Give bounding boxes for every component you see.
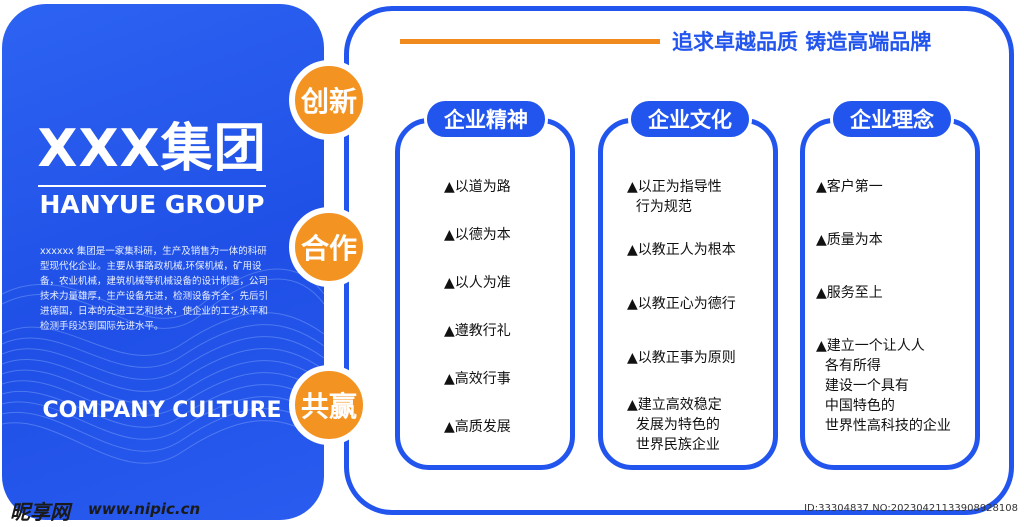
badge-innovation: 创新 xyxy=(289,60,369,140)
list-item: ▲以教正心为德行 xyxy=(627,296,736,312)
watermark-url: www.nipic.cn xyxy=(88,500,201,518)
card-culture xyxy=(598,118,778,470)
slogan: 追求卓越品质 铸造高端品牌 xyxy=(672,30,932,54)
list-item: ▲建立一个让人人 各有所得 建设一个具有 中国特色的 世界性高科技的企业 xyxy=(816,338,951,434)
list-item: ▲服务至上 xyxy=(816,285,883,301)
badge-cooperation: 合作 xyxy=(289,207,369,287)
list-item: ▲以教正人为根本 xyxy=(627,242,736,258)
list-item: ▲以德为本 xyxy=(444,227,511,243)
list-item: ▲质量为本 xyxy=(816,232,883,248)
title-divider xyxy=(38,185,266,187)
company-culture-label: COMPANY CULTURE xyxy=(42,398,282,423)
group-description: xxxxxx 集团是一家集科研，生产及销售为一体的科研型现代化企业。主要从事路政… xyxy=(40,246,269,332)
wave-decoration xyxy=(2,268,324,464)
card-philosophy xyxy=(800,118,980,470)
list-item: ▲客户第一 xyxy=(816,179,883,195)
group-subtitle: HANYUE GROUP xyxy=(39,190,265,219)
list-item: ▲以正为指导性 行为规范 xyxy=(627,179,722,215)
badge-win-win: 共赢 xyxy=(289,365,369,445)
list-item: ▲遵教行礼 xyxy=(444,323,511,339)
watermark-logo: 昵享网 xyxy=(10,500,70,524)
list-item: ▲以人为准 xyxy=(444,275,511,291)
list-item: ▲建立高效稳定 发展为特色的 世界民族企业 xyxy=(627,397,722,453)
group-title: XXX集团 xyxy=(37,119,267,179)
card-spirit xyxy=(395,118,575,470)
card-spirit-title: 企业精神 xyxy=(424,98,548,140)
card-philosophy-title: 企业理念 xyxy=(830,98,954,140)
list-item: ▲高质发展 xyxy=(444,419,511,435)
list-item: ▲以教正事为原则 xyxy=(627,350,736,366)
accent-bar xyxy=(400,39,660,44)
left-panel: XXX集团 HANYUE GROUP xxxxxx 集团是一家集科研，生产及销售… xyxy=(2,4,324,520)
card-culture-title: 企业文化 xyxy=(628,98,752,140)
watermark-id: ID:33304837 NO:20230421133908928108 xyxy=(804,503,1018,514)
list-item: ▲高效行事 xyxy=(444,371,511,387)
list-item: ▲以道为路 xyxy=(444,179,511,195)
